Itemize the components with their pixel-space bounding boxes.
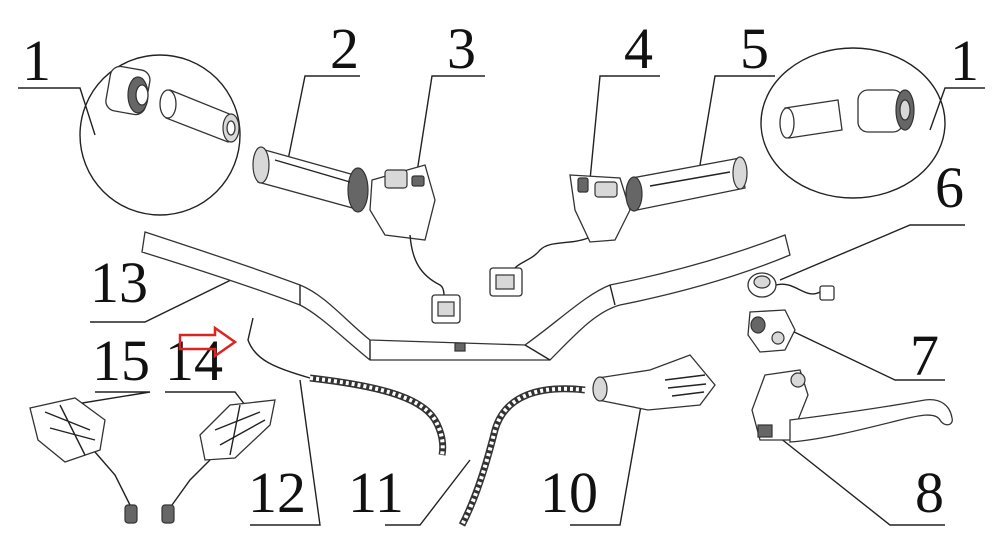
callout-15: 15 — [92, 328, 150, 393]
callout-7: 7 — [910, 323, 939, 388]
clutch-cable — [247, 317, 447, 456]
callout-1-right: 1 — [950, 28, 979, 93]
callout-1-left: 1 — [22, 28, 51, 93]
throttle-tube — [592, 354, 716, 411]
callout-2: 2 — [330, 16, 359, 81]
right-switch-housing — [489, 174, 631, 297]
handlebar — [141, 231, 791, 361]
callout-12: 12 — [248, 460, 306, 525]
callout-4: 4 — [624, 16, 653, 81]
lever-bracket — [747, 309, 796, 353]
callout-11: 11 — [348, 460, 404, 525]
leader-lines — [18, 75, 985, 526]
callout-5: 5 — [740, 16, 769, 81]
mirror-left — [29, 397, 138, 524]
bar-end-weight-right — [760, 47, 946, 199]
left-switch-housing — [369, 164, 461, 324]
left-grip — [252, 146, 369, 213]
throttle-cable — [458, 385, 586, 527]
red-arrow-icon — [178, 325, 238, 359]
callout-6: 6 — [935, 155, 964, 220]
callout-8: 8 — [915, 460, 944, 525]
mirror-right — [161, 399, 276, 524]
callout-3: 3 — [447, 16, 476, 81]
bar-end-weight-left — [79, 54, 241, 216]
small-switch — [747, 272, 835, 301]
right-grip — [625, 156, 748, 212]
callout-13: 13 — [90, 250, 148, 315]
clutch-lever — [751, 369, 953, 443]
callout-10: 10 — [540, 460, 598, 525]
callout-14: 14 — [165, 328, 223, 393]
